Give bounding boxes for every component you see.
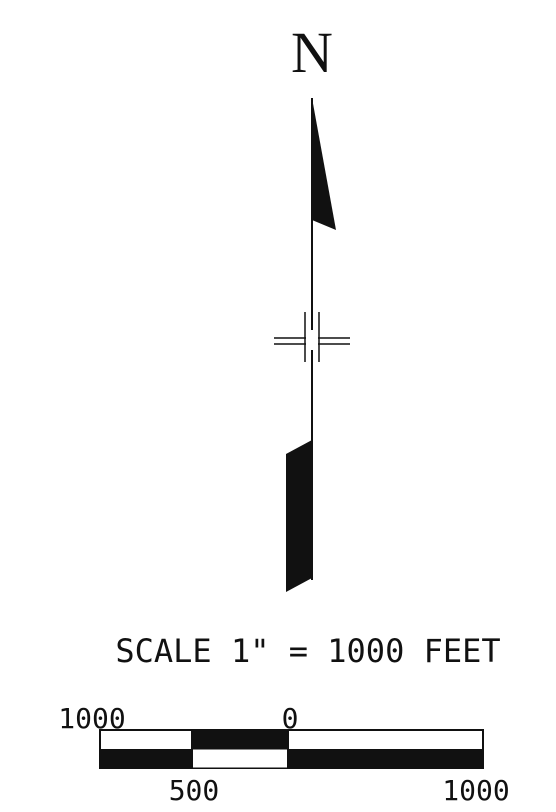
- scale-tick-bottom-right: 1000: [442, 774, 509, 807]
- scale-bar-segment-middle-top: [192, 730, 288, 749]
- north-letter-group: N: [291, 20, 333, 85]
- arrow-tail-feather: [286, 440, 312, 592]
- scale-bar-segment-middle-bottom: [191, 748, 289, 769]
- scale-bar: [99, 729, 484, 769]
- scale-tick-bottom-mid: 500: [169, 774, 220, 807]
- north-label: N: [291, 20, 333, 85]
- scale-bar-segment-left-bottom: [100, 749, 192, 768]
- crosshair-icon: [274, 312, 350, 362]
- north-arrow-icon: [274, 98, 350, 592]
- scale-tick-top-zero: 0: [282, 702, 299, 735]
- arrow-upper-barb: [312, 98, 336, 230]
- scale-label: SCALE 1" = 1000 FEET: [115, 632, 500, 670]
- scale-bar-segment-right-bottom: [288, 749, 483, 768]
